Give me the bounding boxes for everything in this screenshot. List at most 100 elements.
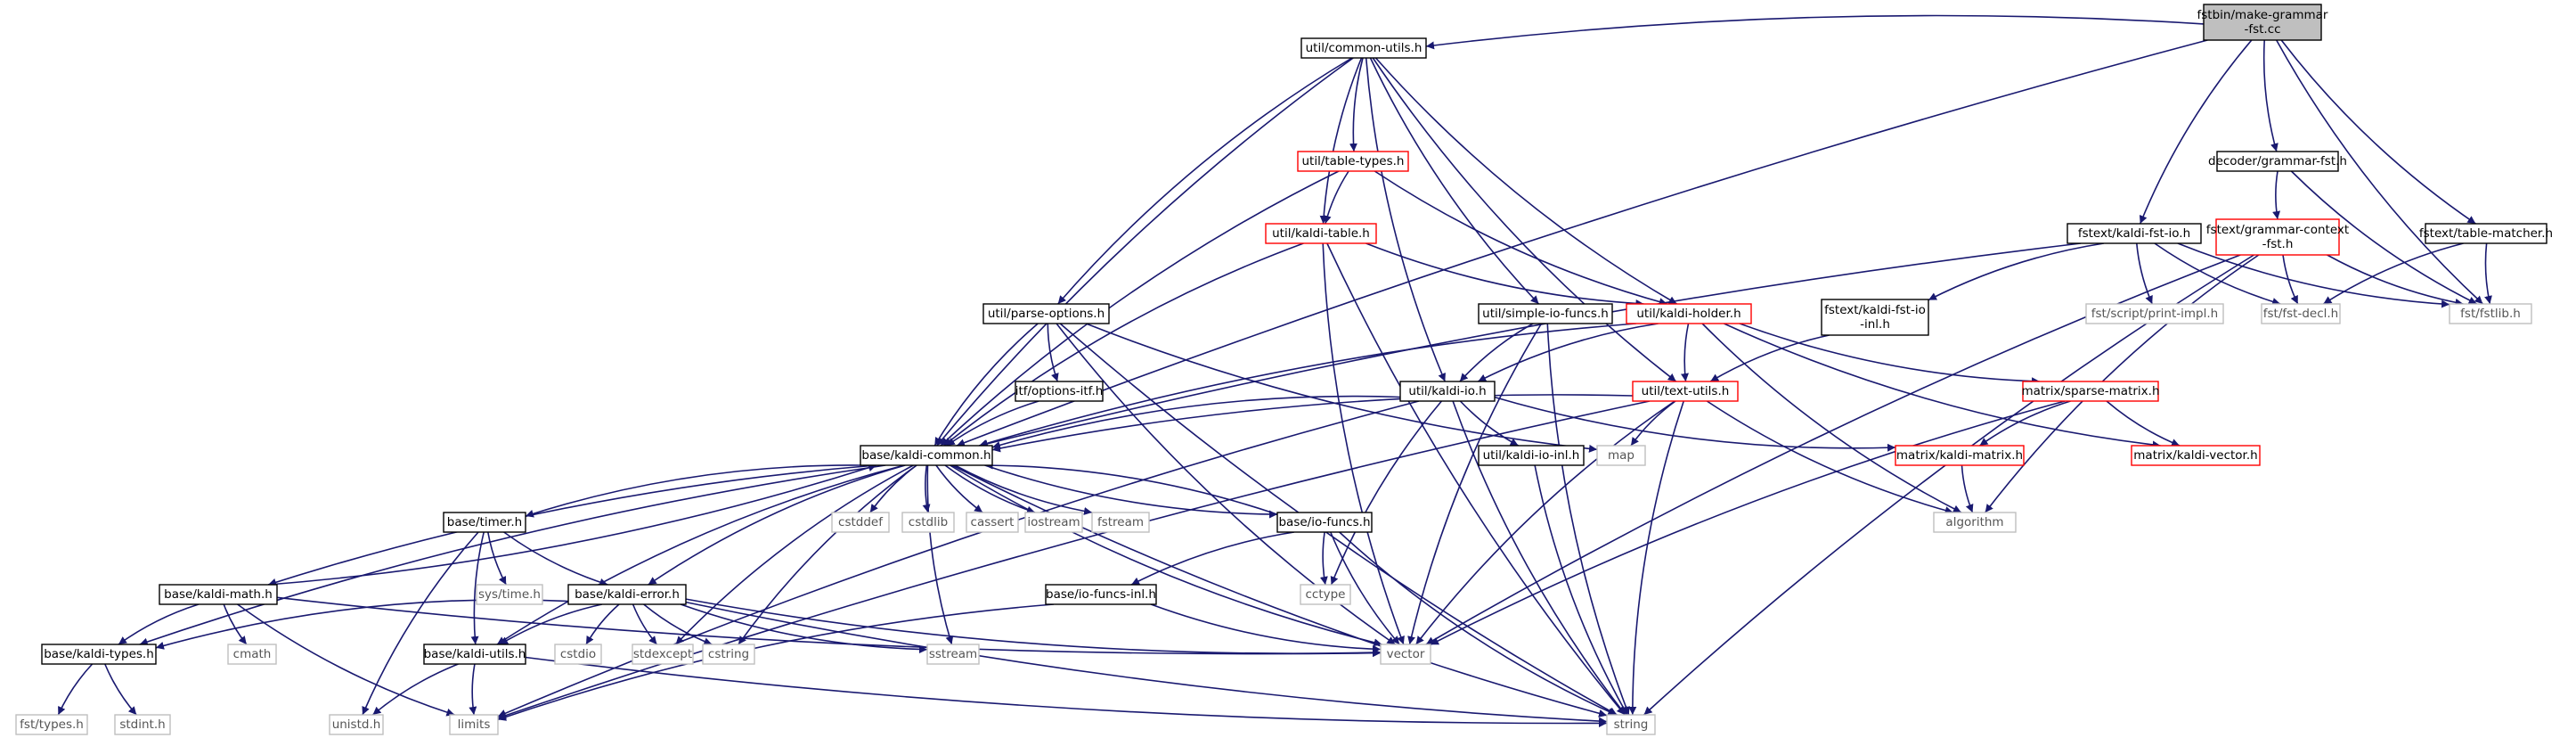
edge-kh-to-sm xyxy=(1739,323,2041,386)
node-box-cmath xyxy=(227,644,277,665)
node-label-cstdio: cstdio xyxy=(560,647,596,661)
node-tu[interactable]: util/text-utils.h xyxy=(1632,381,1739,402)
edge-kc-to-fstream xyxy=(954,464,1093,515)
node-cu[interactable]: util/common-utils.h xyxy=(1300,37,1427,59)
node-ku[interactable]: base/kaldi-utils.h xyxy=(423,644,526,665)
edge-kc-to-iostream xyxy=(944,464,1036,514)
nodes-layer: fstbin/make-grammar-fst.cc util/common-ut… xyxy=(15,4,2553,735)
node-box-iostream xyxy=(1024,512,1083,533)
node-dg[interactable]: decoder/grammar-fst.h xyxy=(2208,151,2347,172)
edge-cu-to-po xyxy=(1057,57,1353,305)
edge-tu-to-kc xyxy=(991,394,1634,453)
node-sif[interactable]: util/simple-io-funcs.h xyxy=(1478,303,1613,324)
node-box-ktypes xyxy=(41,644,157,665)
edge-tu-to-vector xyxy=(1415,400,1675,645)
node-box-alg xyxy=(1933,512,2017,533)
node-label-ku: base/kaldi-utils.h xyxy=(424,647,526,661)
node-iof[interactable]: base/io-funcs.h xyxy=(1276,512,1373,533)
edge-po-to-string xyxy=(1059,323,1618,716)
edge-tt-to-kh xyxy=(1374,170,1667,306)
node-label-string: string xyxy=(1614,718,1649,732)
node-label-gcf: -fst.h xyxy=(2262,237,2294,251)
node-box-tu xyxy=(1632,381,1739,402)
node-box-string xyxy=(1606,714,1656,735)
node-label-fd: fst/fst-decl.h xyxy=(2263,307,2338,321)
node-box-ft xyxy=(15,714,88,735)
node-label-kfii: -inl.h xyxy=(1860,317,1890,332)
node-sm[interactable]: matrix/sparse-matrix.h xyxy=(2021,381,2160,402)
node-label-cstddef: cstddef xyxy=(838,515,884,529)
node-label-oi: itf/options-itf.h xyxy=(1015,384,1104,398)
edge-ftm-to-fl xyxy=(2484,242,2492,305)
node-label-ftm: fstext/table-matcher.h xyxy=(2419,226,2553,241)
edge-kmath-to-ktypes xyxy=(118,603,200,645)
edge-iof-to-iofi xyxy=(1130,531,1295,586)
node-kfi[interactable]: fstext/kaldi-fst-io.h xyxy=(2067,223,2202,244)
node-tm[interactable]: base/timer.h xyxy=(443,512,526,533)
edge-kt-to-vector xyxy=(1322,242,1405,645)
node-label-vector: vector xyxy=(1387,647,1425,661)
node-kt[interactable]: util/kaldi-table.h xyxy=(1265,223,1377,244)
node-label-kio: util/kaldi-io.h xyxy=(1408,384,1486,398)
node-cstring: cstring xyxy=(702,644,755,665)
node-km[interactable]: matrix/kaldi-matrix.h xyxy=(1895,445,2025,466)
node-cassert: cassert xyxy=(966,512,1019,533)
edge-po-to-oi xyxy=(1047,323,1059,382)
node-box-kc xyxy=(860,445,993,466)
edge-kc-to-cassert xyxy=(935,464,983,513)
node-label-sif: util/simple-io-funcs.h xyxy=(1482,307,1609,321)
node-label-limits: limits xyxy=(458,718,491,732)
node-box-fd xyxy=(2261,303,2341,324)
node-kfii[interactable]: fstext/kaldi-fst-io-inl.h xyxy=(1821,299,1929,336)
edge-kc-to-ke xyxy=(648,464,906,586)
node-kmath[interactable]: base/kaldi-math.h xyxy=(159,584,278,605)
edge-tu-to-map xyxy=(1630,400,1676,447)
node-label-iofi: base/io-funcs-inl.h xyxy=(1046,587,1156,602)
node-box-km xyxy=(1895,445,2025,466)
node-po[interactable]: util/parse-options.h xyxy=(982,303,1110,324)
node-tt[interactable]: util/table-types.h xyxy=(1297,151,1409,172)
node-label-stdexcept: stdexcept xyxy=(633,647,692,661)
node-kv[interactable]: matrix/kaldi-vector.h xyxy=(2131,445,2261,466)
node-oi[interactable]: itf/options-itf.h xyxy=(1015,381,1104,402)
edge-ku-to-string xyxy=(525,656,1608,727)
node-label-kh: util/kaldi-holder.h xyxy=(1636,307,1740,321)
edge-ku-to-limits xyxy=(469,663,477,716)
edge-dg-to-fl xyxy=(2290,170,2477,305)
edges-layer xyxy=(57,14,2492,727)
node-ftm[interactable]: fstext/table-matcher.h xyxy=(2419,223,2553,244)
node-box-kt xyxy=(1265,223,1377,244)
node-kio[interactable]: util/kaldi-io.h xyxy=(1399,381,1496,402)
node-box-ke xyxy=(567,584,687,605)
node-ktypes[interactable]: base/kaldi-types.h xyxy=(41,644,157,665)
node-label-alg: algorithm xyxy=(1945,515,2003,529)
edge-sif-to-kio xyxy=(1459,323,1534,382)
edge-iof-to-kc xyxy=(984,461,1278,515)
node-alg: algorithm xyxy=(1933,512,2017,533)
node-label-tu: util/text-utils.h xyxy=(1642,384,1730,398)
node-box-cstddef xyxy=(831,512,890,533)
node-kh[interactable]: util/kaldi-holder.h xyxy=(1626,303,1752,324)
edge-root-to-cu xyxy=(1425,14,2205,50)
node-gcf[interactable]: fstext/grammar-context-fst.h xyxy=(2206,218,2349,256)
node-unistd: unistd.h xyxy=(329,714,384,735)
edge-kt-to-string xyxy=(1326,242,1626,716)
node-kioi[interactable]: util/kaldi-io-inl.h xyxy=(1478,445,1585,466)
edge-gcf-to-fl xyxy=(2327,254,2464,307)
node-label-kc: base/kaldi-common.h xyxy=(861,448,990,463)
node-kc[interactable]: base/kaldi-common.h xyxy=(860,445,993,466)
edge-po-to-vector xyxy=(1056,323,1396,645)
node-iofi[interactable]: base/io-funcs-inl.h xyxy=(1045,584,1157,605)
node-fl: fst/fstlib.h xyxy=(2449,303,2532,324)
node-string: string xyxy=(1606,714,1656,735)
node-label-cassert: cassert xyxy=(971,515,1015,529)
node-box-unistd xyxy=(329,714,384,735)
node-ke[interactable]: base/kaldi-error.h xyxy=(567,584,687,605)
node-box-iofi xyxy=(1045,584,1157,605)
node-root[interactable]: fstbin/make-grammar-fst.cc xyxy=(2197,4,2328,41)
edge-cu-to-sif xyxy=(1369,57,1540,305)
edge-kfi-to-kc xyxy=(979,242,2082,448)
node-box-cstdlib xyxy=(901,512,955,533)
edge-kc-to-cstring xyxy=(738,464,917,645)
edge-kmath-to-kc xyxy=(268,463,877,586)
